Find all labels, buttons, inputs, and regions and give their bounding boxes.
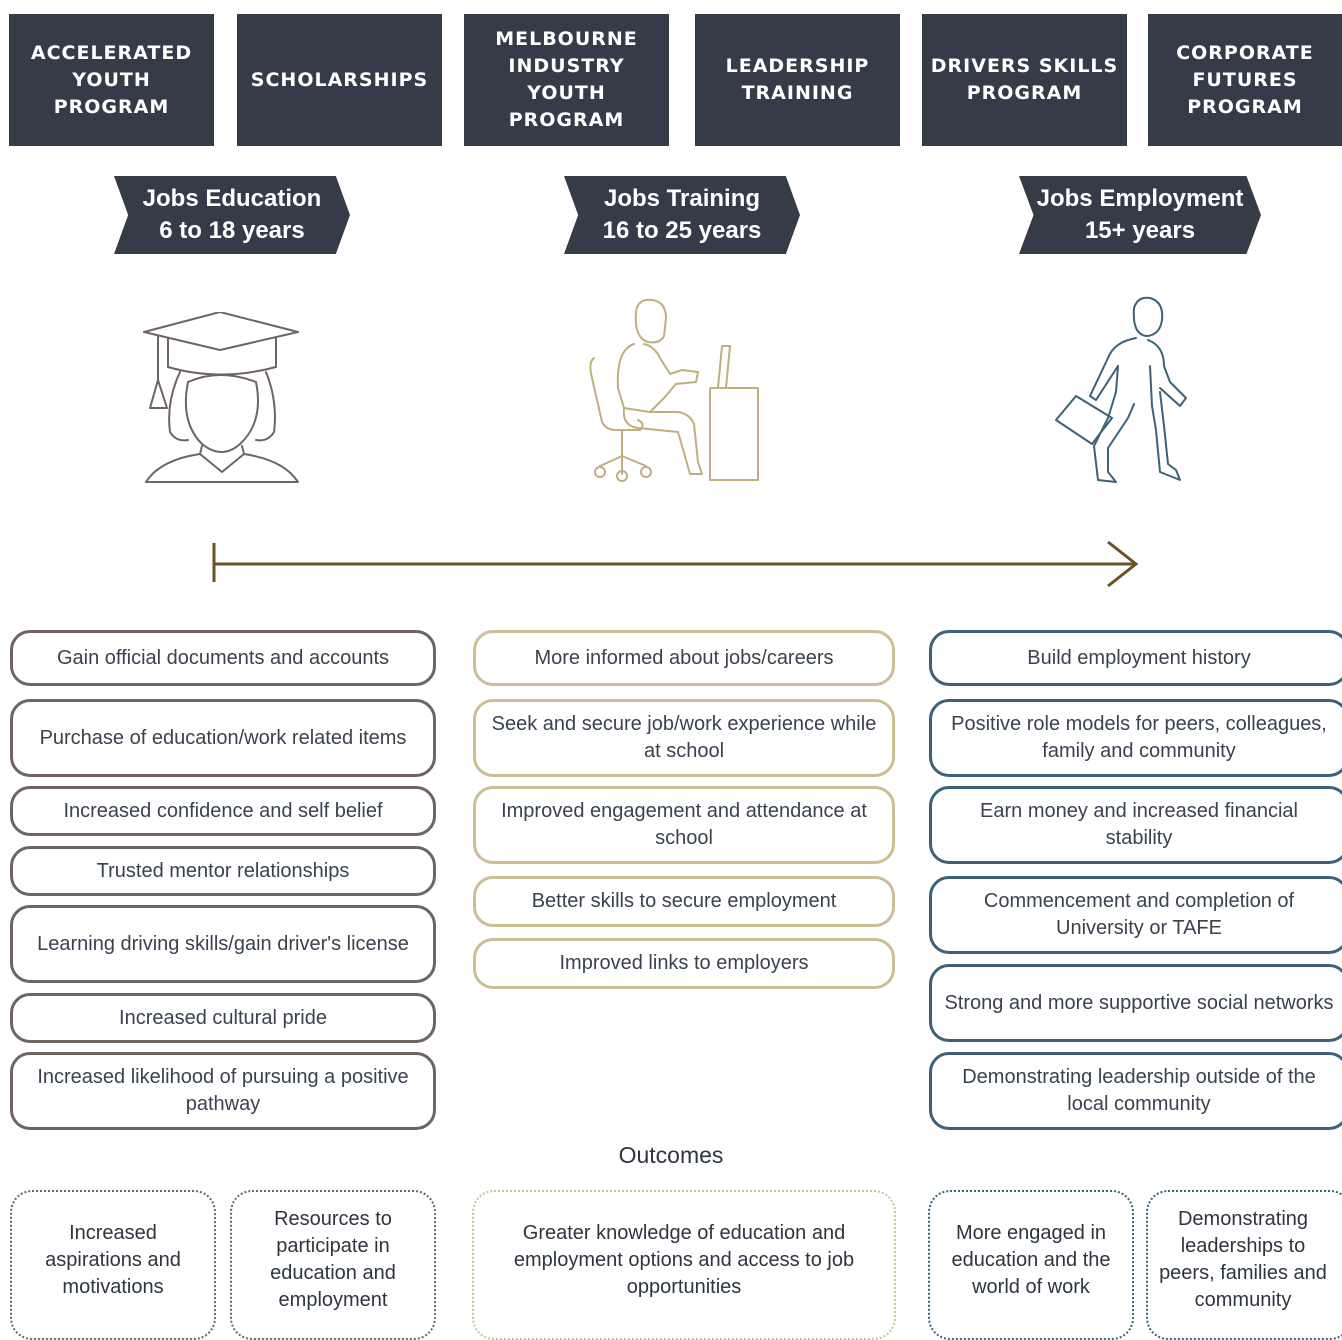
benefit-item: Commencement and completion of Universit… bbox=[929, 876, 1342, 954]
benefit-item: Purchase of education/work related items bbox=[10, 699, 436, 777]
desk-worker-icon bbox=[589, 298, 759, 482]
benefit-item: Increased cultural pride bbox=[10, 993, 436, 1043]
outcomes-title: Outcomes bbox=[618, 1142, 724, 1168]
program-melbourne-industry-youth: MELBOURNE INDUSTRY YOUTH PROGRAM bbox=[464, 14, 669, 146]
graduate-icon bbox=[143, 312, 299, 483]
stage-age: 16 to 25 years bbox=[602, 217, 762, 244]
program-accelerated-youth: ACCELERATED YOUTH PROGRAM bbox=[9, 14, 214, 146]
benefit-item: Better skills to secure employment bbox=[473, 876, 895, 927]
walking-worker-icon bbox=[1055, 296, 1187, 483]
stage-age: 15+ years bbox=[1084, 217, 1196, 244]
benefit-item: Trusted mentor relationships bbox=[10, 846, 436, 896]
outcome-card: Resources to participate in education an… bbox=[230, 1190, 436, 1340]
timeline-arrow bbox=[212, 540, 1139, 588]
benefit-item: Strong and more supportive social networ… bbox=[929, 964, 1342, 1042]
stage-jobs-training: Jobs Training 16 to 25 years bbox=[564, 176, 800, 254]
benefit-item: More informed about jobs/careers bbox=[473, 630, 895, 686]
benefit-item: Seek and secure job/work experience whil… bbox=[473, 699, 895, 777]
outcome-card: Demonstrating leaderships to peers, fami… bbox=[1146, 1190, 1342, 1340]
benefit-item: Increased likelihood of pursuing a posit… bbox=[10, 1052, 436, 1130]
outcome-card: Increased aspirations and motivations bbox=[10, 1190, 216, 1340]
benefit-item: Improved engagement and attendance at sc… bbox=[473, 786, 895, 864]
stage-title: Jobs Training bbox=[603, 185, 761, 212]
benefit-item: Improved links to employers bbox=[473, 938, 895, 989]
stage-age: 6 to 18 years bbox=[159, 217, 305, 244]
stage-title: Jobs Employment bbox=[1036, 185, 1244, 212]
stage-jobs-employment: Jobs Employment 15+ years bbox=[1019, 176, 1261, 254]
stage-title: Jobs Education bbox=[142, 185, 322, 212]
outcome-card: Greater knowledge of education and emplo… bbox=[472, 1190, 896, 1340]
outcome-card: More engaged in education and the world … bbox=[928, 1190, 1134, 1340]
benefit-item: Gain official documents and accounts bbox=[10, 630, 436, 686]
benefit-item: Earn money and increased financial stabi… bbox=[929, 786, 1342, 864]
program-scholarships: SCHOLARSHIPS bbox=[237, 14, 442, 146]
program-drivers-skills: DRIVERS SKILLS PROGRAM bbox=[922, 14, 1127, 146]
program-leadership-training: LEADERSHIP TRAINING bbox=[695, 14, 900, 146]
benefit-item: Build employment history bbox=[929, 630, 1342, 686]
program-corporate-futures: CORPORATE FUTURES PROGRAM bbox=[1148, 14, 1342, 146]
benefit-item: Positive role models for peers, colleagu… bbox=[929, 699, 1342, 777]
benefit-item: Increased confidence and self belief bbox=[10, 786, 436, 836]
benefit-item: Learning driving skills/gain driver's li… bbox=[10, 905, 436, 983]
benefit-item: Demonstrating leadership outside of the … bbox=[929, 1052, 1342, 1130]
stage-jobs-education: Jobs Education 6 to 18 years bbox=[114, 176, 350, 254]
